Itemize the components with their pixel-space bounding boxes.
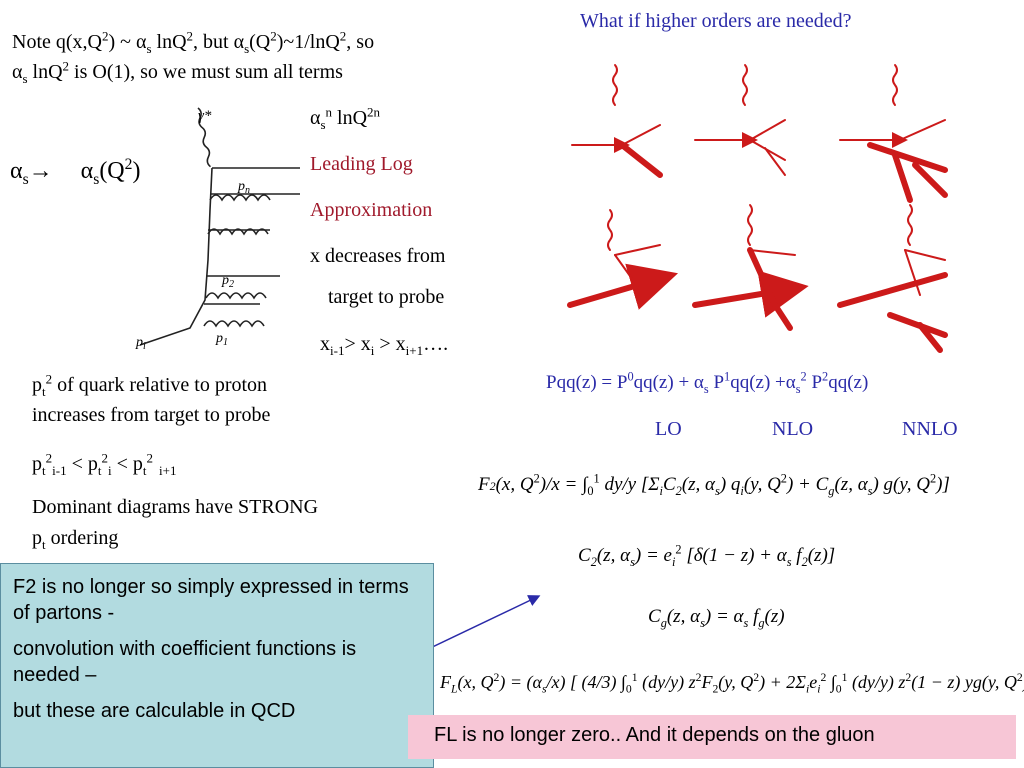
nlo-label: NLO (772, 418, 814, 440)
pn-label: pn (237, 179, 250, 196)
cg-coefficient-equation: Cg(z, αs) = αs fg(z) (648, 606, 785, 630)
photon-wavy-line (197, 107, 212, 168)
quark-chain-line (139, 167, 213, 346)
fl-note-box: FL is no longer zero.. And it depends on… (408, 715, 1016, 759)
pt-ordering: pt2i-1 < pt2i < pt2i+1 (32, 450, 177, 478)
approximation-label: Approximation (310, 199, 433, 221)
leading-log-label: Leading Log (310, 153, 413, 175)
ladder-diagram: γ* pn p2 p1 pi (135, 107, 300, 352)
nnlo-label: NNLO (902, 418, 958, 440)
note-line-1: Note q(x,Q2) ~ αs lnQ2, but αs(Q2)~1/lnQ… (12, 28, 375, 56)
diagram-lo-2 (567, 209, 679, 310)
pt-line-2: increases from target to probe (32, 404, 271, 426)
diagram-nnlo-1 (839, 64, 948, 203)
fl-equation: FL(x, Q2) = (αs/x) [ (4/3) ∫01 (dy/y) z2… (440, 671, 1024, 696)
p2-label: p2 (221, 273, 234, 290)
diagram-lo-1 (571, 64, 663, 178)
dominant-line-1: Dominant diagrams have STRONG (32, 496, 319, 518)
fl-note-text: FL is no longer zero.. And it depends on… (434, 724, 875, 746)
pi-label: pi (135, 335, 146, 352)
note-line-2: αs lnQ2 is O(1), so we must sum all term… (12, 58, 343, 86)
diagram-nlo-2 (692, 204, 809, 331)
pt-line-1: pt2 of quark relative to proton (32, 371, 268, 399)
gamma-label: γ* (198, 108, 212, 124)
p1-label: p1 (215, 331, 228, 348)
splitting-function-expression: Pqq(z) = P0qq(z) + αs P1qq(z) +αs2 P2qq(… (546, 369, 869, 396)
slide-title: What if higher orders are needed? (580, 10, 852, 32)
box-paragraph-3: but these are calculable in QCD (13, 700, 296, 722)
alpha-running-expression: αs→ αs(Q2) (10, 156, 141, 188)
box-paragraph-2: convolution with coefficient functions i… (13, 638, 357, 686)
dominant-line-2: pt ordering (32, 527, 119, 552)
feynman-diagrams-grid (567, 64, 948, 353)
x-decreases-line-2: target to probe (328, 286, 445, 308)
lo-label: LO (655, 418, 682, 440)
diagram-nnlo-2 (837, 204, 948, 353)
x-ordering: xi-1> xi > xi+1…. (320, 333, 449, 358)
convolution-note-box: F2 is no longer so simply expressed in t… (0, 563, 434, 768)
diagram-nlo-1 (694, 64, 786, 176)
c2-coefficient-equation: C2(z, αs) = ei2 [δ(1 − z) + αs f2(z)] (578, 542, 836, 569)
box-paragraph-1: F2 is no longer so simply expressed in t… (13, 576, 409, 624)
f2-convolution-equation: F2(x, Q2)/x = ∫01 dy/y [ΣiC2(z, αs) qi(y… (478, 471, 950, 498)
x-decreases-line-1: x decreases from (310, 245, 446, 267)
series-term: αsn lnQ2n (310, 104, 381, 132)
